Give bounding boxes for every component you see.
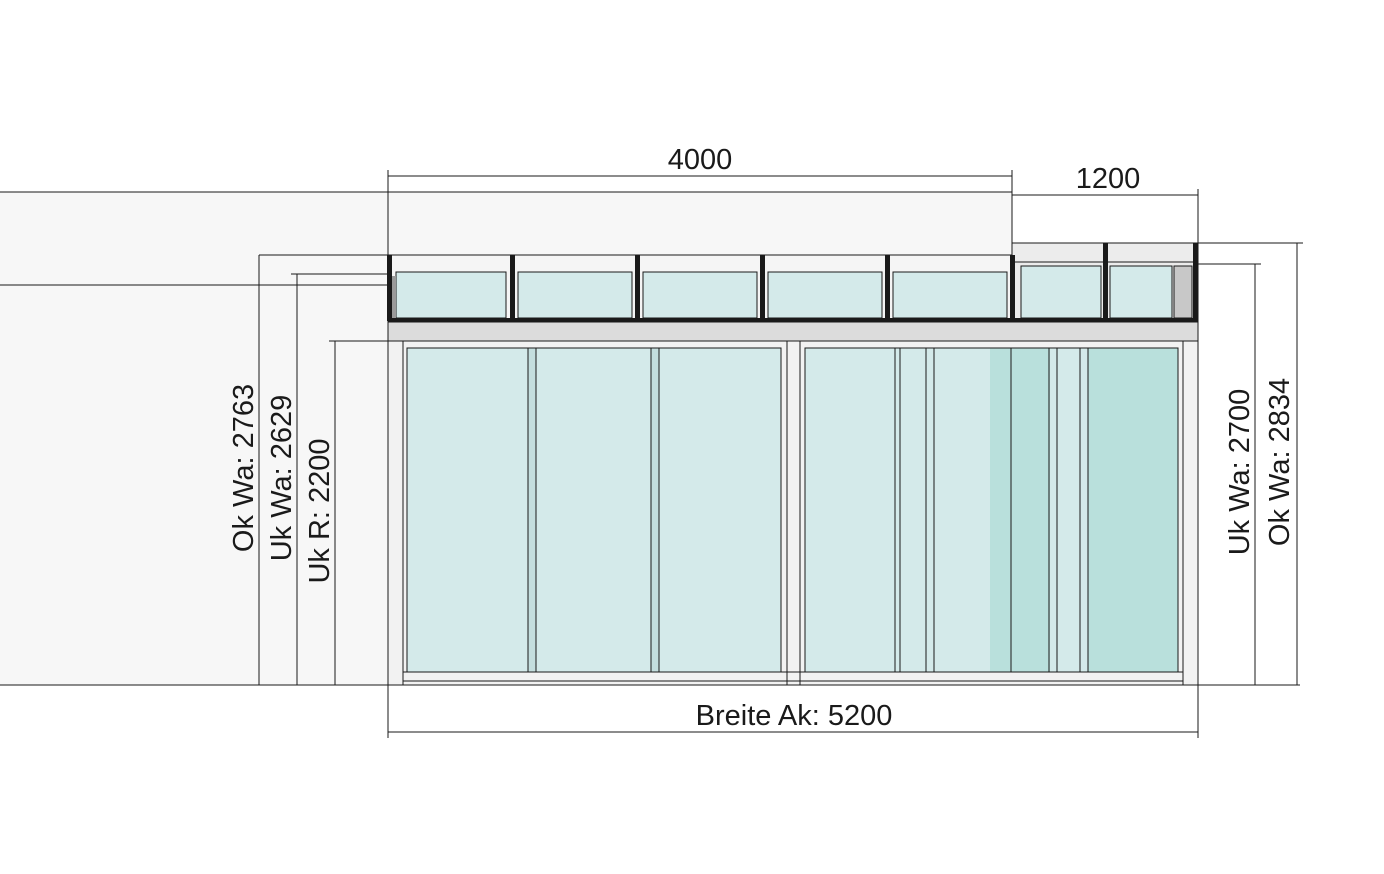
dim-right-uk-wa: Uk Wa: 2700 [1224, 389, 1256, 556]
dim-left-uk-r: Uk R: 2200 [304, 438, 336, 583]
roof-glazing [387, 242, 1199, 342]
dimension-lines [258, 170, 1303, 738]
dim-left-uk-wa: Uk Wa: 2629 [266, 395, 298, 562]
dim-bottom-width: Breite Ak: 5200 [696, 700, 893, 732]
dim-left-ok-wa: Ok Wa: 2763 [228, 384, 260, 552]
sliding-glass-front [387, 340, 1199, 686]
dim-top-right: 1200 [1076, 163, 1141, 195]
dim-top-left: 4000 [668, 144, 733, 176]
house-wall [0, 191, 1013, 685]
dim-right-ok-wa: Ok Wa: 2834 [1264, 378, 1296, 546]
